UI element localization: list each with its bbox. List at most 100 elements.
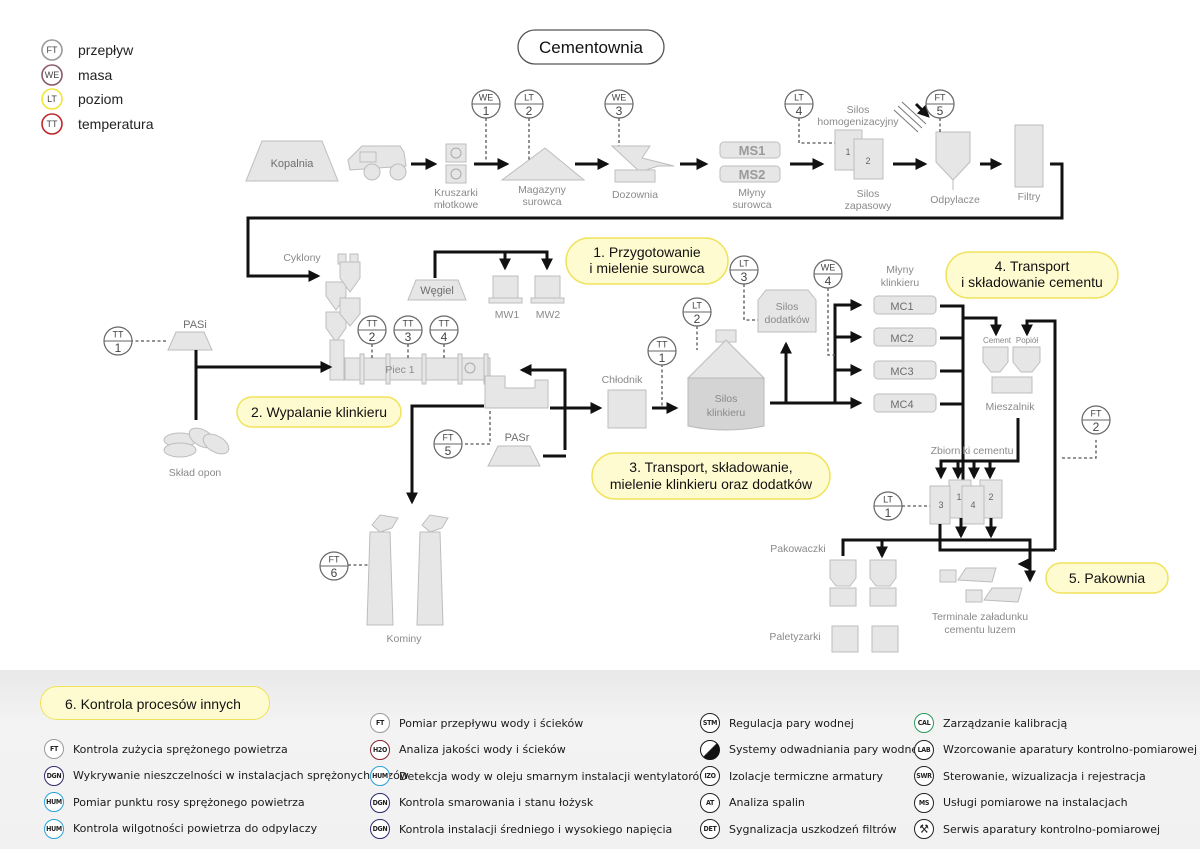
cal-badge-icon: CAL <box>914 713 934 734</box>
instrument-we-1: WE1 <box>471 89 501 119</box>
service-item: Systemy odwadniania pary wodnej <box>700 737 921 764</box>
svg-text:5: 5 <box>937 104 944 118</box>
svg-text:i mielenie surowca: i mielenie surowca <box>589 260 704 276</box>
diagram-title: Cementownia <box>517 29 665 65</box>
svg-text:WE: WE <box>612 93 627 103</box>
instrument-lt-3: LT3 <box>729 255 759 285</box>
svg-text:MS2: MS2 <box>739 167 766 182</box>
silos-klinkieru: Silos klinkieru <box>686 329 766 431</box>
svg-text:Cement: Cement <box>983 336 1012 345</box>
svg-text:klinkieru: klinkieru <box>881 277 920 289</box>
svg-text:6: 6 <box>331 566 338 580</box>
section-4-pill: 4. Transport i składowanie cementu <box>945 251 1119 299</box>
silosy-homogenizacyjne: Silos homogenizacyjny 1 2 Silos zapasowy <box>817 104 899 212</box>
svg-text:MW1: MW1 <box>495 309 520 321</box>
air-inlet-icon <box>893 101 927 133</box>
paletyzarki-palletizers: Paletyzarki <box>769 625 899 653</box>
pasr-fuel-storage: PASr <box>487 432 541 467</box>
svg-text:MC2: MC2 <box>890 333 913 345</box>
instrument-legend: FT przepływ WE masa LT poziom TT tempera… <box>41 39 154 135</box>
svg-text:FT: FT <box>329 555 340 565</box>
svg-text:2: 2 <box>694 312 701 326</box>
svg-text:masa: masa <box>78 67 112 83</box>
silos-dodatkow: Silos dodatków <box>757 289 817 333</box>
svg-text:LT: LT <box>47 94 57 104</box>
filtry-filters: Filtry <box>1014 124 1044 203</box>
svg-text:TT: TT <box>439 319 450 329</box>
hum-badge-icon: HUM <box>370 766 390 787</box>
legend-item-flow: FT przepływ <box>41 39 134 61</box>
ft-badge-icon <box>41 39 63 61</box>
mlyny-klinkieru-mills: Młyny klinkieru MC1 MC2 MC3 MC4 <box>873 264 937 413</box>
legend-item-mass: WE masa <box>41 64 112 86</box>
section-3-pill: 3. Transport, składowanie, mielenie klin… <box>591 452 831 500</box>
dgn-badge-icon: DGN <box>370 792 390 813</box>
mieszalnik-mixer: Cement Popiół Mieszalnik <box>982 336 1041 413</box>
svg-text:Terminale załadunku: Terminale załadunku <box>932 611 1028 623</box>
service-label: Pomiar punktu rosy sprężonego powietrza <box>73 795 305 809</box>
svg-text:temperatura: temperatura <box>78 116 154 132</box>
svg-text:Popiół: Popiół <box>1016 336 1038 345</box>
svg-text:TT: TT <box>367 319 378 329</box>
service-label: Usługi pomiarowe na instalacjach <box>943 796 1128 810</box>
instrument-tt-1: TT1 <box>647 336 677 366</box>
svg-text:2: 2 <box>988 492 993 502</box>
svg-text:1: 1 <box>483 104 490 118</box>
lt-badge-icon <box>41 88 63 110</box>
svg-text:MC4: MC4 <box>890 399 913 411</box>
svg-text:Kominy: Kominy <box>386 633 422 645</box>
svg-text:TT: TT <box>403 319 414 329</box>
svg-text:Mieszalnik: Mieszalnik <box>985 401 1035 413</box>
svg-text:3: 3 <box>741 270 748 284</box>
svg-text:Zbiorniki cementu: Zbiorniki cementu <box>931 445 1014 457</box>
terminale-bulk-loading: Terminale załadunku cementu luzem <box>932 567 1028 636</box>
svg-text:Kruszarki: Kruszarki <box>434 187 478 199</box>
service-label: Detekcja wody w oleju smarnym instalacji… <box>399 769 709 783</box>
det-badge-icon: DET <box>700 819 720 840</box>
svg-text:Silos: Silos <box>776 301 799 313</box>
svg-text:poziom: poziom <box>78 91 123 107</box>
svg-text:WE: WE <box>45 70 60 80</box>
svg-text:MC1: MC1 <box>890 301 913 313</box>
svg-text:surowca: surowca <box>522 196 561 208</box>
service-label: Izolacje termiczne armatury <box>729 769 883 783</box>
instrument-we-3: WE3 <box>604 89 634 119</box>
svg-text:3: 3 <box>938 500 943 510</box>
svg-text:MC3: MC3 <box>890 366 913 378</box>
service-label: Pomiar przepływu wody i ścieków <box>399 716 584 730</box>
svg-text:zapasowy: zapasowy <box>845 200 892 212</box>
legend-item-temperature: TT temperatura <box>41 113 154 135</box>
svg-text:1. Przygotowanie: 1. Przygotowanie <box>593 244 701 260</box>
svg-text:mielenie klinkieru oraz dodatk: mielenie klinkieru oraz dodatków <box>610 476 813 492</box>
mlyny-surowca-mills: MS1 MS2 Młyny surowca <box>719 141 781 211</box>
svg-text:1: 1 <box>115 341 122 355</box>
instrument-lt-2: LT2 <box>514 89 544 119</box>
svg-text:4: 4 <box>825 274 832 288</box>
instrument-ft-2: FT2 <box>1081 405 1111 435</box>
instrument-tt-4: TT4 <box>429 315 459 345</box>
svg-text:cementu luzem: cementu luzem <box>944 624 1015 636</box>
section-5-pill: 5. Pakownia <box>1045 562 1169 594</box>
tools-icon: ⚒ <box>914 819 934 840</box>
svg-text:5. Pakownia: 5. Pakownia <box>1069 570 1145 586</box>
instrument-ft-6: FT6 <box>319 551 349 581</box>
instrument-lt-4: LT4 <box>784 89 814 119</box>
tt-badge-icon <box>41 113 63 135</box>
svg-text:WE: WE <box>479 93 494 103</box>
svg-text:LT: LT <box>692 301 702 311</box>
piec-kiln: Piec 1 <box>344 353 491 385</box>
ms-badge-icon: MS <box>914 792 934 813</box>
section-1-pill: 1. Przygotowanie i mielenie surowca <box>565 237 729 285</box>
svg-text:dodatków: dodatków <box>765 314 810 326</box>
svg-text:Skład opon: Skład opon <box>169 467 222 479</box>
svg-text:Węgiel: Węgiel <box>420 285 454 297</box>
svg-text:Paletyzarki: Paletyzarki <box>769 631 820 643</box>
chlodnik-cooler: Chłodnik <box>602 374 647 429</box>
